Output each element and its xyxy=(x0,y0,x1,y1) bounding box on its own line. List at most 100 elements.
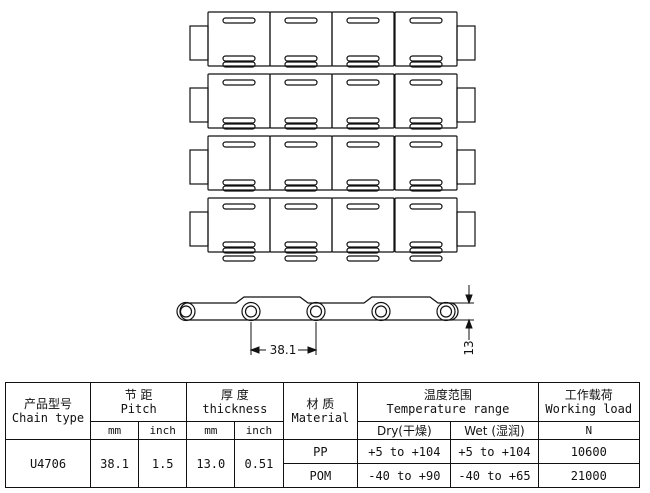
hinge-pin-outer xyxy=(306,301,326,322)
belt-slot xyxy=(346,241,380,248)
belt-slot xyxy=(284,179,318,186)
belt-slot xyxy=(409,17,443,24)
belt-module xyxy=(331,197,395,253)
thickness-en: thickness xyxy=(202,402,268,416)
belt-module xyxy=(269,135,333,191)
thickness-inch-cell: 0.51 xyxy=(234,439,284,488)
belt-side-tab xyxy=(189,25,209,61)
belt-slot xyxy=(346,117,380,124)
height-dimension: 13 xyxy=(452,285,476,356)
thickness-mm-unit: mm xyxy=(186,421,236,440)
chain-type-cn: 产品型号 xyxy=(23,397,72,411)
table-row: POM -40 to +90 -40 to +65 21000 xyxy=(6,463,641,488)
temperature-cn: 温度范围 xyxy=(423,388,472,402)
hinge-pin-inner xyxy=(374,305,388,318)
belt-slot xyxy=(346,255,380,262)
belt-slot xyxy=(346,203,380,210)
belt-module xyxy=(394,11,458,67)
belt-slot xyxy=(409,179,443,186)
belt-side-tab xyxy=(189,149,209,185)
belt-slot xyxy=(284,255,318,262)
belt-side-tab xyxy=(189,211,209,247)
belt-slot xyxy=(409,141,443,148)
belt-slot xyxy=(222,61,256,68)
thickness-mm-cell: 13.0 xyxy=(186,439,236,488)
belt-slot xyxy=(222,79,256,86)
temperature-header: 温度范围 Temperature range xyxy=(357,382,539,422)
temperature-en: Temperature range xyxy=(386,402,510,416)
belt-slot xyxy=(284,117,318,124)
belt-slot xyxy=(346,247,380,254)
belt-module xyxy=(394,135,458,191)
belt-module xyxy=(394,73,458,129)
pitch-mm-cell: 38.1 xyxy=(89,439,140,488)
hinge-pin-outer xyxy=(371,301,391,322)
belt-slot xyxy=(346,55,380,62)
pitch-dimension-label: 38.1 xyxy=(270,343,297,357)
belt-slot xyxy=(409,117,443,124)
belt-module xyxy=(269,11,333,67)
belt-side-tab xyxy=(456,211,476,247)
chain-type-header: 产品型号 Chain type xyxy=(5,382,91,440)
pitch-inch-unit: inch xyxy=(138,421,188,440)
chain-technical-drawing: 38.1 13 xyxy=(176,11,476,357)
thickness-cn: 厚 度 xyxy=(220,388,249,402)
load-cell: 10600 xyxy=(537,439,641,464)
thickness-inch-unit: inch xyxy=(234,421,284,440)
belt-slot xyxy=(409,55,443,62)
hinge-pin-outer xyxy=(241,301,261,322)
belt-side-tab xyxy=(456,149,476,185)
wet-header: Wet (湿润) xyxy=(450,421,539,440)
pitch-mm-unit: mm xyxy=(89,421,140,440)
belt-slot xyxy=(409,247,443,254)
belt-module xyxy=(331,11,395,67)
hinge-pin-inner xyxy=(179,305,193,318)
belt-slot xyxy=(222,17,256,24)
load-unit: N xyxy=(537,421,641,440)
pitch-header: 节 距 Pitch xyxy=(89,382,188,422)
belt-slot xyxy=(409,185,443,192)
pitch-cn: 节 距 xyxy=(124,388,153,402)
belt-slot xyxy=(284,203,318,210)
belt-slot xyxy=(284,241,318,248)
belt-slot xyxy=(409,79,443,86)
belt-slot xyxy=(346,185,380,192)
belt-slot xyxy=(222,117,256,124)
belt-module xyxy=(394,197,458,253)
hinge-pin-inner xyxy=(244,305,258,318)
belt-slot xyxy=(284,247,318,254)
hinge-pin-outer xyxy=(176,301,196,322)
belt-module xyxy=(207,135,271,191)
belt-side-view xyxy=(176,296,459,322)
model-cell: U4706 xyxy=(5,439,91,488)
belt-slot xyxy=(346,179,380,186)
belt-side-tab xyxy=(456,87,476,123)
belt-slot xyxy=(409,203,443,210)
belt-slot xyxy=(284,79,318,86)
belt-slot xyxy=(222,247,256,254)
belt-module xyxy=(207,197,271,253)
belt-slot xyxy=(222,55,256,62)
material-header: 材 质 Material xyxy=(282,382,359,440)
load-cell: 21000 xyxy=(537,463,641,488)
belt-slot xyxy=(222,241,256,248)
belt-slot xyxy=(409,255,443,262)
belt-slot xyxy=(222,255,256,262)
hinge-pin-outer xyxy=(436,301,456,322)
hinge-pin-inner xyxy=(309,305,323,318)
belt-slot xyxy=(409,241,443,248)
load-header: 工作载荷 Working load xyxy=(537,382,641,422)
belt-slot xyxy=(284,123,318,130)
belt-module xyxy=(207,11,271,67)
load-en: Working load xyxy=(545,402,633,416)
pitch-inch-cell: 1.5 xyxy=(138,439,188,488)
belt-slot xyxy=(284,61,318,68)
specification-table: 产品型号 Chain type 节 距 Pitch 厚 度 thickness … xyxy=(5,382,641,488)
belt-slot xyxy=(284,141,318,148)
belt-slot xyxy=(222,179,256,186)
dry-header: Dry(干燥) xyxy=(357,421,452,440)
belt-slot xyxy=(222,185,256,192)
material-cell: PP xyxy=(282,439,359,464)
thickness-header: 厚 度 thickness xyxy=(186,382,284,422)
belt-slot xyxy=(346,17,380,24)
